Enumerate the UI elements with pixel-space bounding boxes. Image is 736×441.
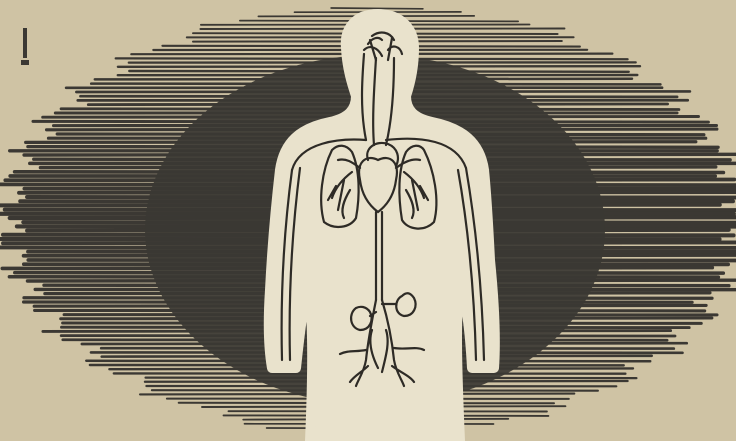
halo-hatch-line xyxy=(331,8,423,9)
